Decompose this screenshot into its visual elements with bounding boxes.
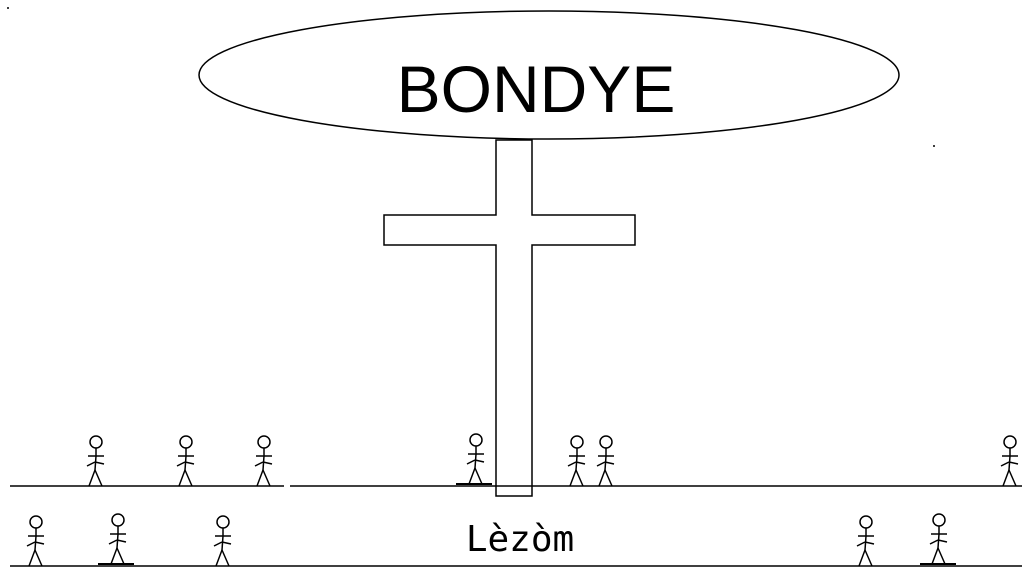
cross-shape: [384, 140, 635, 496]
person-figure: [1001, 436, 1018, 486]
person-figure: [177, 436, 194, 486]
bottom-label: Lèzòm: [466, 519, 574, 560]
person-figure: [109, 514, 126, 564]
top-oval-group: BONDYE: [199, 11, 899, 139]
person-figure: [27, 516, 44, 566]
person-figure: [857, 516, 874, 566]
stray-dot: [933, 145, 935, 147]
person-figure: [87, 436, 104, 486]
person-figure: [597, 436, 614, 486]
top-label: BONDYE: [397, 52, 676, 126]
person-figure: [568, 436, 585, 486]
person-figure: [255, 436, 272, 486]
person-figure: [214, 516, 231, 566]
person-figure: [930, 514, 947, 564]
person-figure: [467, 434, 484, 484]
stray-dot: [7, 7, 9, 9]
